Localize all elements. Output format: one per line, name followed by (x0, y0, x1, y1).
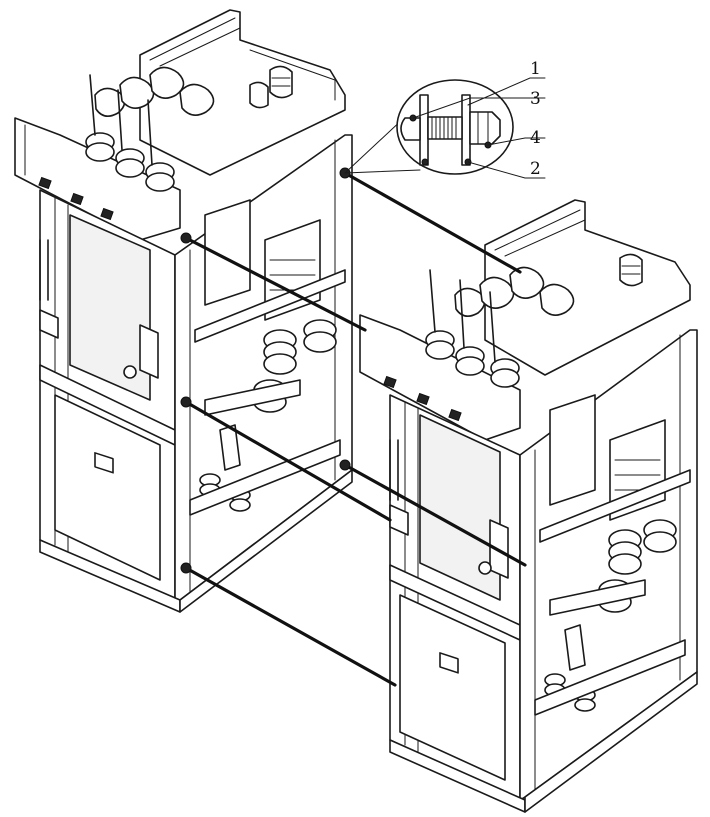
callout-label-4: 4 (530, 128, 541, 148)
connecting-bolt-rods (180, 167, 527, 687)
vacuum-interrupter-insulators (199, 319, 337, 512)
right-top-bushings (454, 253, 643, 317)
fuse-insulators (85, 74, 175, 192)
right-fuse-insulators (425, 269, 520, 388)
right-cabinet (359, 199, 698, 813)
top-bushing-insulators (94, 65, 293, 117)
bolt-detail-callout: 1 3 4 2 (344, 59, 546, 179)
left-cabinet (14, 9, 353, 613)
callout-label-1: 1 (530, 59, 541, 79)
callout-label-3: 3 (530, 89, 541, 109)
callout-label-2: 2 (530, 159, 541, 179)
